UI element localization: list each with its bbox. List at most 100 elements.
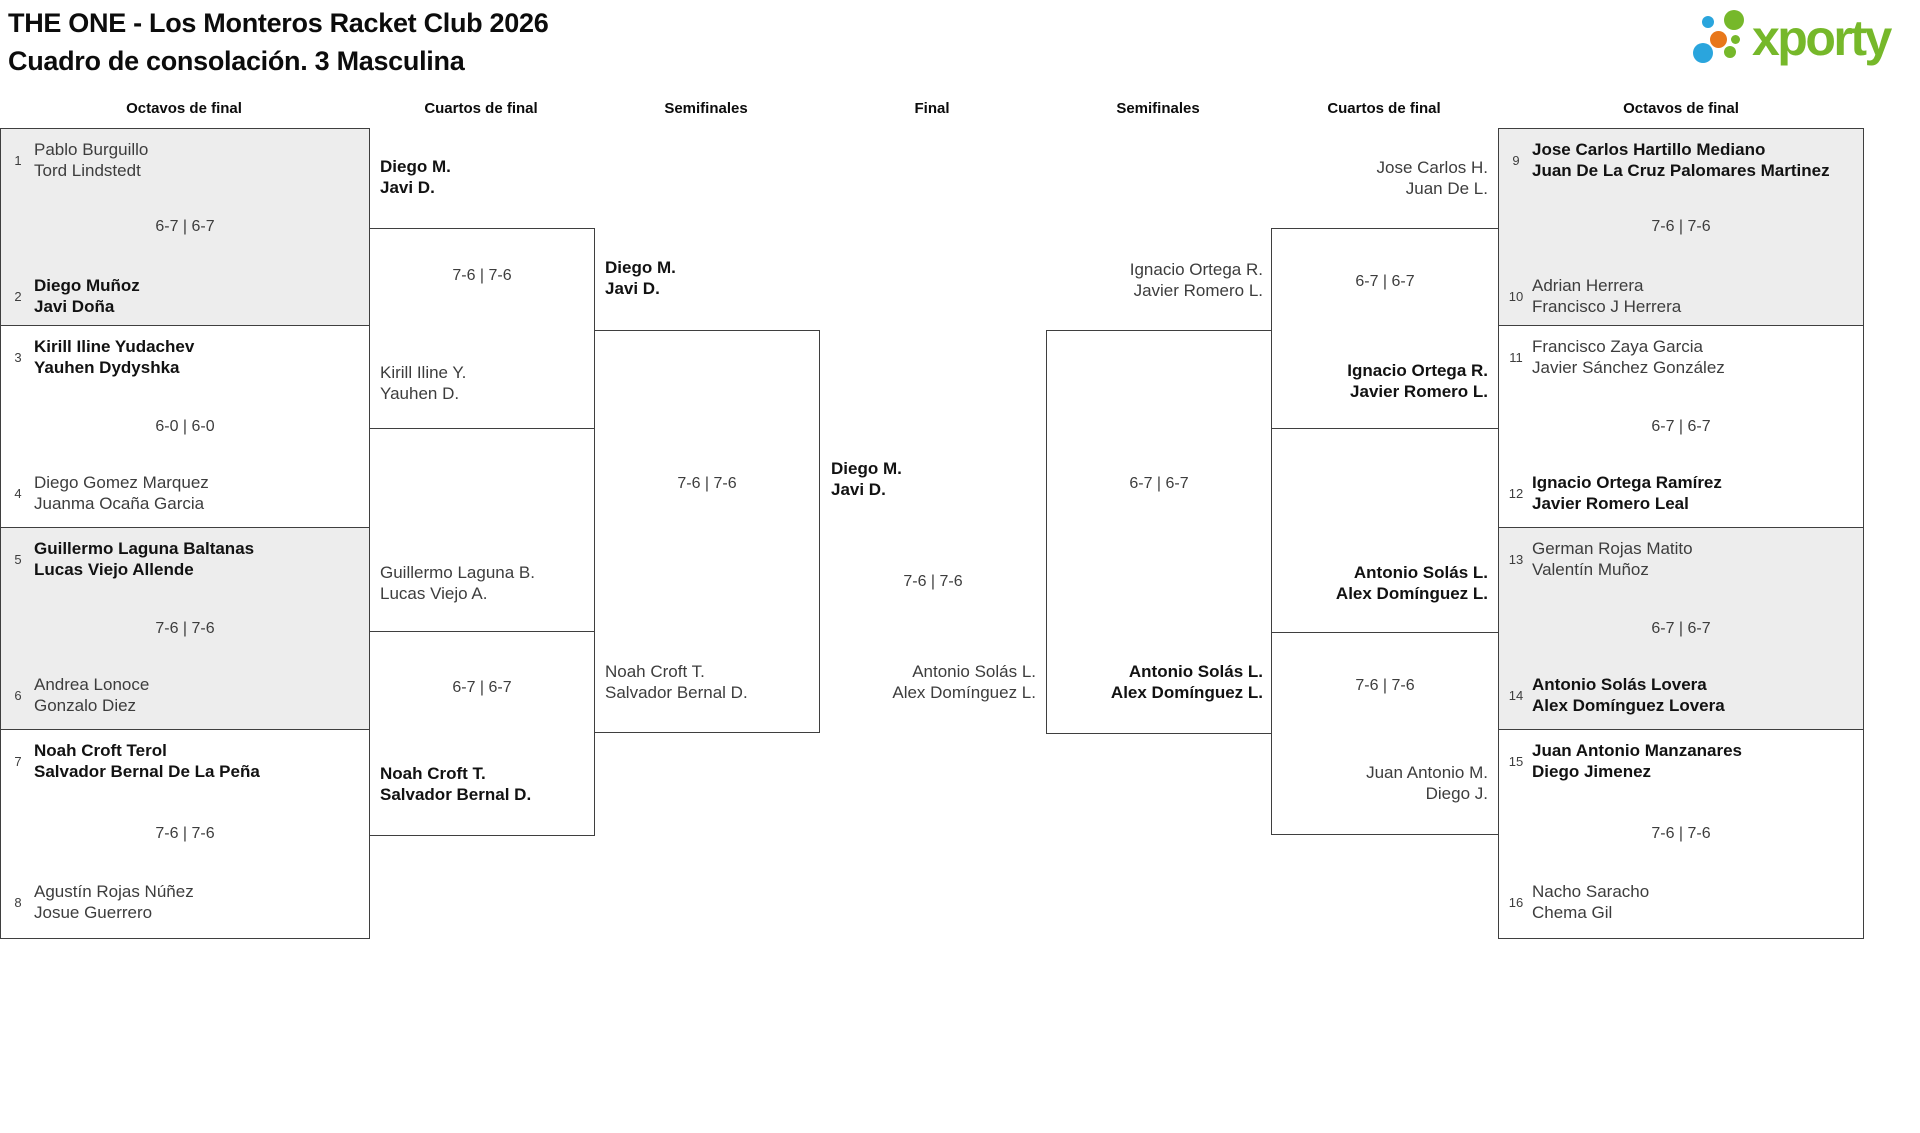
bracket-subtitle: Cuadro de consolación. 3 Masculina xyxy=(8,46,465,76)
seed-number: 13 xyxy=(1508,551,1524,567)
player-name: Valentín Muñoz xyxy=(1532,560,1649,579)
player-name: Ignacio Ortega R. xyxy=(1129,260,1263,279)
logo-dot-orange xyxy=(1710,31,1727,48)
tournament-name: THE ONE - Los Monteros Racket Club 2026 xyxy=(8,8,549,38)
player-name: Yauhen D. xyxy=(380,384,460,403)
player-name: Diego M. xyxy=(605,258,676,277)
player-name: Diego M. xyxy=(831,459,902,478)
qf-right-2-top-team: Antonio Solás L. Alex Domínguez L. xyxy=(1336,562,1488,604)
qf-right-1-bottom-team: Ignacio Ortega R.Javier Romero L. xyxy=(1347,360,1488,402)
player-name: Guillermo Laguna Baltanas xyxy=(34,539,255,558)
sf-left-score: 7-6 | 7-6 xyxy=(677,475,737,492)
player-name: Javier Romero L. xyxy=(1133,281,1263,300)
seed-number: 14 xyxy=(1508,687,1524,703)
seed-number: 8 xyxy=(14,894,22,910)
logo-dot-blue-large xyxy=(1693,43,1713,63)
player-name: Juan Antonio Manzanares xyxy=(1532,741,1743,760)
round-header-octavos-right: Octavos de final xyxy=(1623,100,1739,117)
player-name: Pablo Burguillo xyxy=(34,140,149,159)
player-name: Javi D. xyxy=(605,279,660,298)
xporty-logo[interactable]: xporty xyxy=(1690,0,1915,80)
player-name: Salvador Bernal D. xyxy=(380,785,532,804)
player-name: Juan De La Cruz Palomares Martinez xyxy=(1532,161,1830,180)
player-name: Nacho Saracho xyxy=(1532,882,1650,901)
round-header-cuartos-left: Cuartos de final xyxy=(424,100,538,117)
sf-left-bottom-team: Noah Croft T.Salvador Bernal D. xyxy=(605,661,748,703)
logo-dot-green-tiny xyxy=(1731,35,1740,44)
match-score: 7-6 | 7-6 xyxy=(155,825,215,842)
xporty-logo-text: xporty xyxy=(1752,10,1892,66)
player-name: Alex Domínguez L. xyxy=(1335,584,1488,603)
player-name: Juan De L. xyxy=(1405,179,1488,198)
qf-right-2-score: 7-6 | 7-6 xyxy=(1355,677,1415,694)
player-name: Antonio Solás L. xyxy=(1353,563,1488,582)
player-name: Agustín Rojas Núñez xyxy=(34,882,194,901)
player-name: Antonio Solás Lovera xyxy=(1532,675,1707,694)
sf-left-box xyxy=(594,330,820,733)
qf-left-2-box xyxy=(369,631,595,836)
player-name: Alex Domínguez L. xyxy=(1110,683,1263,702)
player-name: Ignacio Ortega Ramírez xyxy=(1532,473,1722,492)
seed-number: 4 xyxy=(14,485,22,501)
player-name: Noah Croft T. xyxy=(605,662,705,681)
seed-number: 2 xyxy=(14,288,22,304)
seed-number: 12 xyxy=(1508,485,1524,501)
player-name: Juan Antonio M. xyxy=(1366,763,1488,782)
final-top-team: Diego M. Javi D. xyxy=(831,458,902,500)
player-name: Jose Carlos Hartillo Mediano xyxy=(1532,140,1766,159)
qf-left-2-top-team: Guillermo Laguna B.Lucas Viejo A. xyxy=(380,562,535,604)
player-name: Jose Carlos H. xyxy=(1376,158,1488,177)
player-name: Francisco J Herrera xyxy=(1532,297,1682,316)
seed-number: 7 xyxy=(14,753,22,769)
player-name: Kirill Iline Y. xyxy=(380,363,467,382)
sf-right-bottom-team: Antonio Solás L. Alex Domínguez L. xyxy=(1111,661,1263,703)
sf-right-score: 6-7 | 6-7 xyxy=(1129,475,1189,492)
qf-right-1-box xyxy=(1271,228,1499,429)
round-header-octavos-left: Octavos de final xyxy=(126,100,242,117)
player-name: Javi D. xyxy=(380,178,435,197)
player-name: Kirill Iline Yudachev xyxy=(34,337,195,356)
match-score: 7-6 | 7-6 xyxy=(1651,825,1711,842)
qf-right-1-score: 6-7 | 6-7 xyxy=(1355,273,1415,290)
player-name: Juanma Ocaña Garcia xyxy=(34,494,205,513)
player-name: Javi D. xyxy=(831,480,886,499)
match-score: 6-7 | 6-7 xyxy=(155,218,215,235)
logo-dot-green-large xyxy=(1724,10,1744,30)
player-name: Diego J. xyxy=(1425,784,1488,803)
player-name: Ignacio Ortega R. xyxy=(1347,361,1488,380)
sf-left-top-team: Diego M. Javi D. xyxy=(605,257,676,299)
match-score: 7-6 | 7-6 xyxy=(155,619,215,637)
player-name: Tord Lindstedt xyxy=(34,161,141,180)
player-name: Javi Doña xyxy=(34,297,115,316)
player-name: Antonio Solás L. xyxy=(1128,662,1263,681)
player-name: Diego Jimenez xyxy=(1532,762,1652,781)
player-name: Alex Domínguez L. xyxy=(892,683,1036,702)
